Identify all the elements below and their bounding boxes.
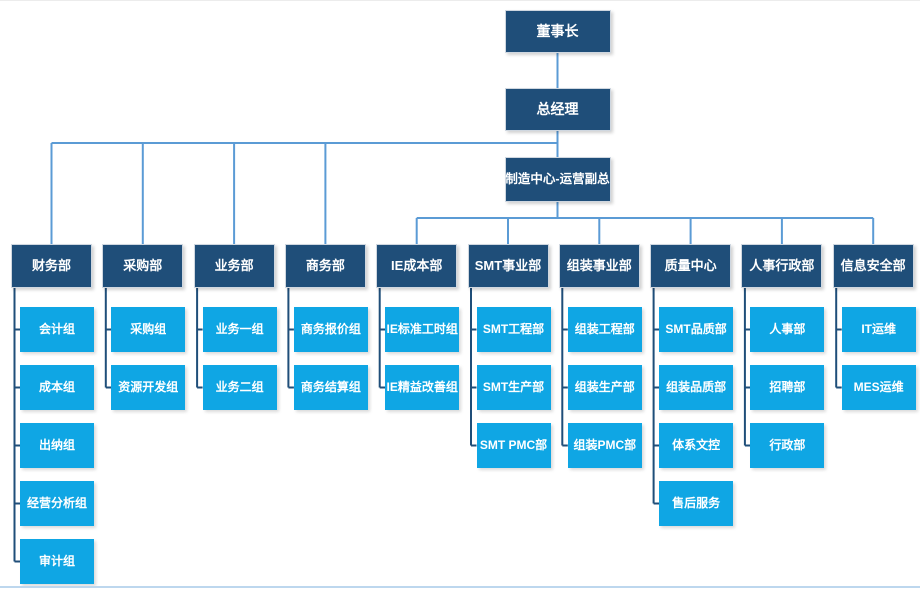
org-unit-finance-4: 审计组 — [20, 539, 94, 584]
org-unit-smt-division-2: SMT PMC部 — [476, 423, 551, 468]
org-unit-finance-0: 会计组 — [20, 307, 94, 352]
org-unit-finance-1: 成本组 — [20, 365, 94, 410]
dept-header-procurement: 采购部 — [102, 244, 184, 288]
dept-header-smt-division: SMT事业部 — [467, 244, 549, 288]
org-unit-quality-center-0: SMT品质部 — [659, 307, 734, 352]
org-unit-business-1: 业务二组 — [202, 365, 277, 410]
org-unit-info-security-1: MES运维 — [841, 365, 916, 410]
ops-vp-box: 制造中心-运营副总 — [504, 157, 611, 202]
org-unit-procurement-0: 采购组 — [111, 307, 186, 352]
dept-header-ie-cost: IE成本部 — [376, 244, 458, 288]
org-unit-hr-admin-1: 招聘部 — [750, 365, 825, 410]
org-unit-ie-cost-0: IE标准工时组 — [385, 307, 460, 352]
org-unit-hr-admin-2: 行政部 — [750, 423, 825, 468]
executive-tree-lines — [50, 53, 875, 244]
dept-header-finance: 财务部 — [11, 244, 92, 288]
general-manager-box: 总经理 — [504, 88, 611, 131]
chairman-box: 董事长 — [504, 10, 611, 53]
org-unit-finance-2: 出纳组 — [20, 423, 94, 468]
org-unit-assembly-division-1: 组装生产部 — [567, 365, 642, 410]
org-unit-quality-center-2: 体系文控 — [659, 423, 734, 468]
org-unit-smt-division-0: SMT工程部 — [476, 307, 551, 352]
org-unit-quality-center-1: 组装品质部 — [659, 365, 734, 410]
org-unit-quality-center-3: 售后服务 — [659, 481, 734, 526]
dept-header-quality-center: 质量中心 — [650, 244, 732, 288]
top-border-line — [0, 0, 920, 1]
org-unit-commerce-0: 商务报价组 — [293, 307, 368, 352]
org-unit-procurement-1: 资源开发组 — [111, 365, 186, 410]
dept-header-info-security: 信息安全部 — [832, 244, 914, 288]
org-unit-ie-cost-1: IE精益改善组 — [385, 365, 460, 410]
dept-header-assembly-division: 组装事业部 — [558, 244, 640, 288]
org-unit-finance-3: 经营分析组 — [20, 481, 94, 526]
org-unit-smt-division-1: SMT生产部 — [476, 365, 551, 410]
org-unit-info-security-0: IT运维 — [841, 307, 916, 352]
org-unit-business-0: 业务一组 — [202, 307, 277, 352]
bottom-border-line — [0, 586, 920, 588]
org-unit-hr-admin-0: 人事部 — [750, 307, 825, 352]
dept-header-business: 业务部 — [193, 244, 275, 288]
dept-header-hr-admin: 人事行政部 — [741, 244, 823, 288]
org-unit-commerce-1: 商务结算组 — [293, 365, 368, 410]
org-unit-assembly-division-0: 组装工程部 — [567, 307, 642, 352]
org-unit-assembly-division-2: 组装PMC部 — [567, 423, 642, 468]
dept-header-commerce: 商务部 — [284, 244, 366, 288]
